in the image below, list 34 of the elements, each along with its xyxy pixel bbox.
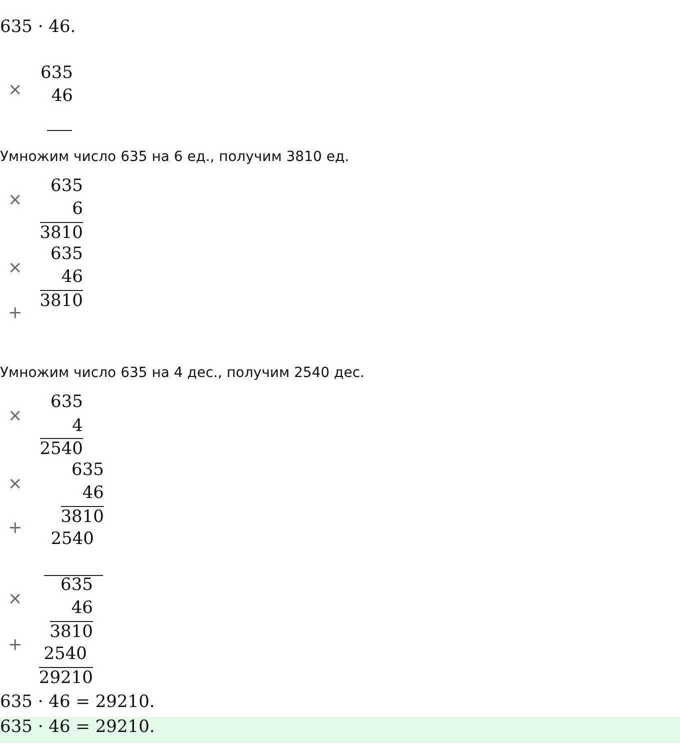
digit-number: 46 [51,86,73,107]
digit-number: 46 [71,598,93,619]
digit-number: 4 [72,416,83,437]
math-expression: 635 · 46. [0,17,76,38]
plus-sign: + [8,635,22,656]
digit-number: 3810 [50,621,93,643]
digit-number: 635 [72,460,104,481]
digit-number: 3810 [40,222,83,244]
explanation-sentence: Умножим число 635 на 6 ед., получим 3810 ед. [0,148,350,167]
digit-number: 3810 [40,290,83,312]
multiplication-sign: × [8,474,22,495]
math-expression: 635 · 46 = 29210. [0,692,155,713]
multiplication-sign: × [8,406,22,427]
digit-number: 29210 [38,667,93,689]
digit-number: 3810 [60,506,104,528]
digit-number: 46 [82,483,104,504]
multiplication-sign: × [8,589,22,610]
digit-number: 635 [40,63,73,84]
digit-number: 6 [72,199,83,220]
digit-number: 2540 [44,644,87,665]
digit-number: 635 [60,575,93,596]
multiplication-sign: × [8,190,22,211]
multiplication-sign: × [8,80,22,101]
digit-number: 46 [61,267,83,288]
digit-number: 2540 [50,529,94,550]
digit-number: 635 [50,244,83,265]
explanation-sentence: Умножим число 635 на 4 дес., получим 2540 дес. [0,364,364,383]
digit-number: 635 [50,176,83,197]
plus-sign: + [8,518,22,539]
digit-number: 2540 [40,438,83,460]
highlighted-answer: 635 · 46 = 29210. [0,717,680,743]
digit-number: 635 [50,392,83,413]
plus-sign: + [8,303,22,324]
multiplication-sign: × [8,258,22,279]
